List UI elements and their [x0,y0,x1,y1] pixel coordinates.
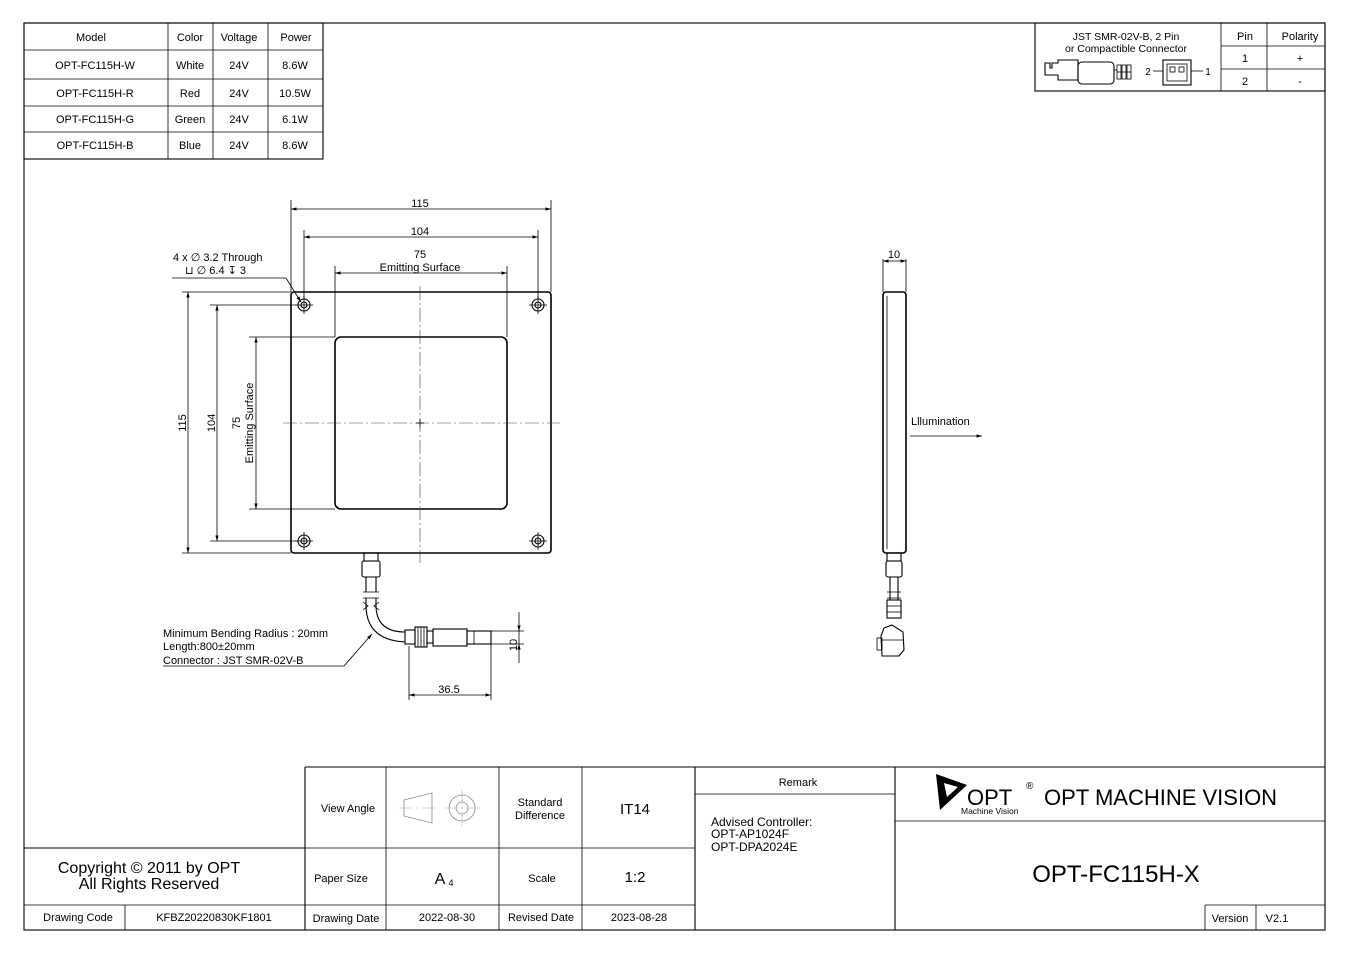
pin-cell: 1 [1242,53,1248,65]
logo-registered: ® [1026,781,1034,792]
hole-note-counterbore: ⊔ ∅ 6.4 ↧ 3 [185,265,246,277]
company-name: OPT MACHINE VISION [1044,785,1277,810]
power-header: Power [280,32,312,44]
cable-note: Connector : JST SMR-02V-B [163,655,303,667]
model-cell: OPT-FC115H-G [56,114,134,126]
color-cell: White [176,60,204,72]
scale-label: Scale [528,873,556,885]
logo-text: OPT [967,785,1012,810]
part-number: OPT-FC115H-X [1032,861,1200,888]
power-cell: 8.6W [282,140,308,152]
pin-cell: 2 [1242,76,1248,88]
voltage-cell: 24V [229,60,249,72]
dim-label: 115 [177,414,189,432]
drawing-code-value: KFBZ20220830KF1801 [156,912,272,924]
drawing-date-label: Drawing Date [313,913,380,925]
color-header: Color [177,32,204,44]
color-cell: Green [175,114,206,126]
dim-label: 104 [411,226,429,238]
copyright-line: Copyright © 2011 by OPT [58,860,240,877]
front-view: 115 104 75 Emitting Surface 115 104 [163,198,560,700]
voltage-cell: 24V [229,114,249,126]
power-cell: 8.6W [282,60,308,72]
model-cell: OPT-FC115H-B [57,140,134,152]
logo-subtitle: Machine Vision [961,806,1019,816]
dimension-height-115: 115 [177,291,291,554]
hole-note: 4 x ∅ 3.2 Through [173,252,263,264]
side-view: 10 Lllumination [876,249,982,657]
pin2-label: 2 [1145,67,1151,78]
remark-line: OPT-AP1024F [711,827,789,841]
dim-sub-label: Emitting Surface [380,262,461,274]
scale-value: 1:2 [625,869,646,886]
polarity-header: Polarity [1282,31,1319,43]
title-block: View Angle Standard Difference IT14 Pape… [24,766,1325,930]
drawing-code-label: Drawing Code [43,912,113,924]
model-header: Model [76,32,106,44]
standard-diff-value: IT14 [620,801,650,818]
sheet-border [23,22,1326,931]
model-cell: OPT-FC115H-R [56,88,133,100]
connector-table: JST SMR-02V-B, 2 Pin or Compactible Conn… [1034,22,1326,92]
dim-label: 10 [508,639,520,651]
remark-line: OPT-DPA2024E [711,840,797,854]
dim-label: 36.5 [438,684,459,696]
version-value: V2.1 [1266,913,1289,925]
color-cell: Blue [179,140,201,152]
remark-line: Advised Controller: [711,815,812,829]
hole-callout: 4 x ∅ 3.2 Through ⊔ ∅ 6.4 ↧ 3 [172,252,302,303]
view-angle-label: View Angle [321,803,375,815]
paper-size-sub: 4 [448,878,453,888]
pin-header: Pin [1237,31,1253,43]
mounting-hole [529,532,547,550]
paper-size-value: A [435,871,446,888]
model-cell: OPT-FC115H-W [55,60,135,72]
polarity-cell: - [1298,76,1302,88]
side-profile [882,291,907,554]
dim-label: 75 [414,249,426,261]
cable-note: Minimum Bending Radius : 20mm [163,628,328,640]
dim-label: 104 [206,414,218,432]
pin1-label: 1 [1205,67,1211,78]
dimension-connector-length: 36.5 [408,644,492,700]
cable-note: Length:800±20mm [163,641,255,653]
voltage-cell: 24V [229,88,249,100]
color-cell: Red [180,88,200,100]
panel-outline [290,291,552,554]
voltage-header: Voltage [221,32,258,44]
drawing-date-value: 2022-08-30 [419,912,475,924]
dim-label: 115 [411,198,429,210]
dim-sub-label: Emitting Surface [244,383,256,464]
power-cell: 10.5W [279,88,311,100]
dim-label: 75 [231,417,243,429]
connector-drawing: 2 1 [1044,59,1211,86]
model-table: Model Color Voltage Power OPT-FC115H-W W… [23,22,324,160]
cable-notes: Minimum Bending Radius : 20mm Length:800… [163,628,373,667]
dimension-width-104: 104 [303,226,539,299]
dimension-connector-height: 10 [491,612,524,663]
dimension-width-75: 75 Emitting Surface [334,249,508,337]
standard-diff-label: Standard [518,797,563,809]
polarity-cell: + [1297,53,1303,65]
connector-title: JST SMR-02V-B, 2 Pin [1073,31,1180,43]
power-cell: 6.1W [282,114,308,126]
dimension-height-75: 75 Emitting Surface [231,336,335,510]
version-label: Version [1212,913,1249,925]
illumination-label: Lllumination [911,416,970,428]
voltage-cell: 24V [229,140,249,152]
cable-assembly [361,552,492,648]
copyright-line-2: All Rights Reserved [79,876,220,893]
remark-label: Remark [779,777,818,789]
connector-subtitle: or Compactible Connector [1065,43,1187,55]
paper-size-label: Paper Size [314,873,368,885]
standard-diff-label-2: Difference [515,810,565,822]
revised-date-label: Revised Date [508,912,574,924]
projection-symbol [399,790,480,826]
opt-logo: OPT ® Machine Vision [936,774,1034,816]
revised-date-value: 2023-08-28 [611,912,667,924]
dimension-width-115: 115 [290,198,552,292]
dim-label: 10 [888,249,900,261]
dimension-height-104: 104 [206,304,298,542]
